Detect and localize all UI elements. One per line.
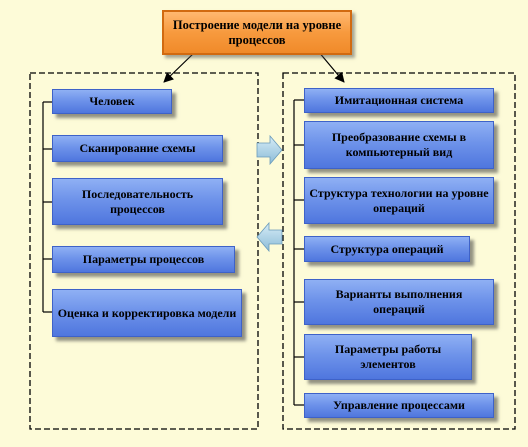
right-item-process-control: Управление процессами <box>304 393 494 418</box>
right-item-operation-structure: Структура операций <box>304 236 470 262</box>
left-item-label: Человек <box>89 94 135 108</box>
right-item-label: Управление процессами <box>333 398 465 412</box>
title-text: Построение модели на уровне процессов <box>172 17 342 47</box>
title-box: Построение модели на уровне процессов <box>162 10 352 55</box>
arrow-right-icon <box>256 134 283 166</box>
right-item-simulation-system: Имитационная система <box>304 88 494 113</box>
left-item-evaluation: Оценка и корректировка модели <box>52 289 242 337</box>
right-item-technology-structure: Структура технологии на уровне операций <box>304 177 494 224</box>
arrow-left-icon <box>256 221 283 253</box>
left-item-person: Человек <box>52 89 172 114</box>
right-item-scheme-conversion: Преобразование схемы в компьютерный вид <box>304 121 494 169</box>
right-group-frame <box>282 72 516 430</box>
left-item-process-sequence: Последовательность процессов <box>52 178 223 225</box>
left-item-scan-scheme: Сканирование схемы <box>52 135 223 162</box>
right-item-label: Варианты выполнения операций <box>335 287 463 316</box>
title-to-left-arrow <box>163 50 197 83</box>
left-item-process-parameters: Параметры процессов <box>52 246 235 273</box>
right-item-label: Имитационная система <box>334 93 464 107</box>
left-item-label: Параметры процессов <box>82 252 205 266</box>
left-group-frame <box>29 72 259 430</box>
left-item-label: Сканирование схемы <box>79 141 196 155</box>
right-item-label: Структура технологии на уровне операций <box>309 185 489 215</box>
left-item-label: Оценка и корректировка модели <box>57 305 237 320</box>
right-item-label: Структура операций <box>330 241 444 256</box>
right-item-operation-variants: Варианты выполнения операций <box>304 279 494 325</box>
right-item-element-parameters: Параметры работы элементов <box>304 334 472 380</box>
right-item-label: Параметры работы элементов <box>334 342 442 371</box>
right-item-label: Преобразование схемы в компьютерный вид <box>331 130 467 159</box>
left-item-label: Последовательность процессов <box>81 186 194 216</box>
title-to-right-arrow <box>317 50 345 83</box>
